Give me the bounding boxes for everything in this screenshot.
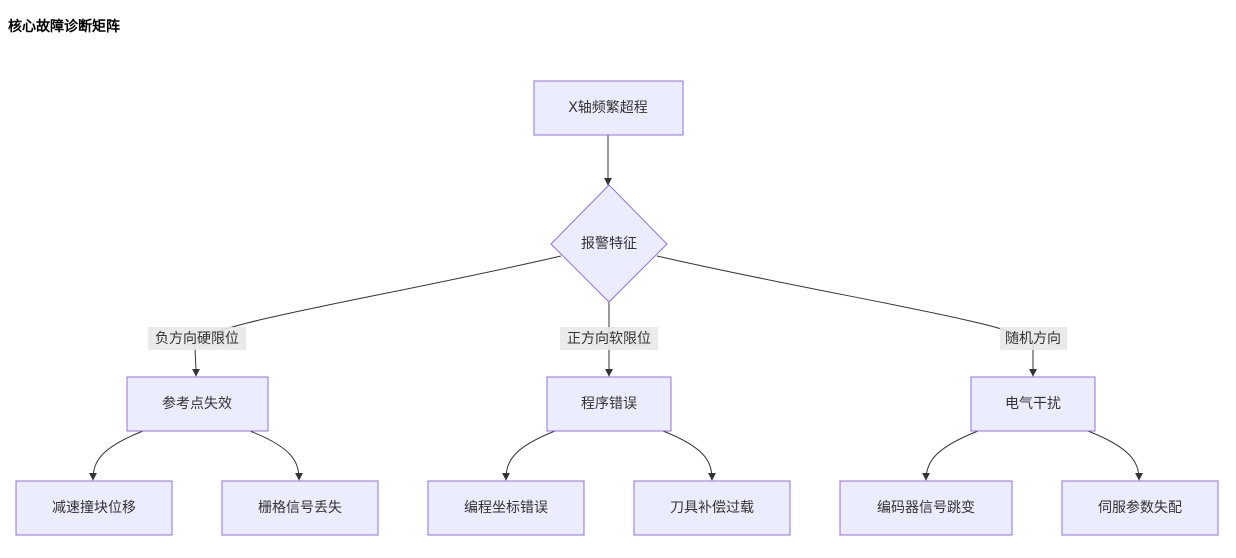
node-decel-label: 减速撞块位移 <box>52 500 136 516</box>
node-grid-label: 栅格信号丢失 <box>258 500 342 516</box>
edge-program-tool <box>662 430 716 481</box>
edge-decision-ref-point <box>191 255 562 377</box>
edge-electric-encoder <box>922 430 979 481</box>
edge-ref-point-decel <box>89 430 144 481</box>
edge-label-random: 随机方向 <box>1005 331 1061 347</box>
node-root[interactable]: X轴频繁超程 <box>533 80 684 136</box>
node-ref-point-label: 参考点失效 <box>162 395 232 412</box>
edge-label-pos-soft: 正方向软限位 <box>567 331 651 347</box>
node-servo[interactable]: 伺服参数失配 <box>1061 480 1219 536</box>
node-grid[interactable]: 栅格信号丢失 <box>221 480 379 536</box>
edge-decision-electric <box>656 255 1037 377</box>
node-coord[interactable]: 编程坐标错误 <box>427 480 585 536</box>
node-electric-label: 电气干扰 <box>1005 396 1061 412</box>
node-coord-label: 编程坐标错误 <box>464 500 548 516</box>
node-decel[interactable]: 减速撞块位移 <box>15 480 173 536</box>
edge-labels: 负方向硬限位 正方向软限位 随机方向 <box>148 327 1067 350</box>
node-root-label: X轴频繁超程 <box>568 100 648 116</box>
edge-electric-servo <box>1087 430 1143 481</box>
edge-ref-point-grid <box>249 430 303 481</box>
node-decision[interactable]: 报警特征 <box>550 184 668 303</box>
edge-program-coord <box>502 430 556 481</box>
node-encoder-label: 编码器信号跳变 <box>877 500 975 516</box>
page-title: 核心故障诊断矩阵 <box>8 19 120 35</box>
node-decision-label: 报警特征 <box>581 236 637 252</box>
node-program-label: 程序错误 <box>581 396 637 412</box>
node-ref-point[interactable]: 参考点失效 <box>126 376 269 432</box>
node-program[interactable]: 程序错误 <box>546 376 672 432</box>
node-tool[interactable]: 刀具补偿过载 <box>633 480 791 536</box>
node-tool-label: 刀具补偿过载 <box>670 500 754 516</box>
node-encoder[interactable]: 编码器信号跳变 <box>839 480 1013 536</box>
nodes: X轴频繁超程 报警特征 参考点失效 程序错误 电气干扰 减速撞块位移 栅格信号丢… <box>15 80 1219 536</box>
node-servo-label: 伺服参数失配 <box>1098 499 1182 516</box>
edge-label-neg-hard: 负方向硬限位 <box>155 331 239 347</box>
node-electric[interactable]: 电气干扰 <box>970 376 1096 432</box>
